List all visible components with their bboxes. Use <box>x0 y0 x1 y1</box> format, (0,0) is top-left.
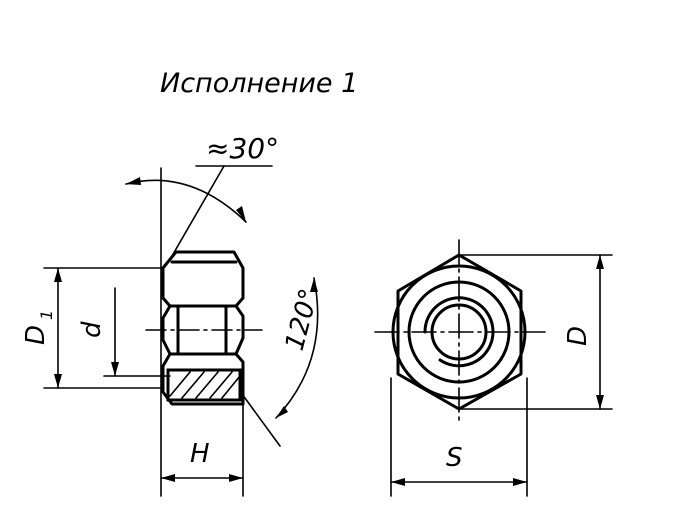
dimension-arrows-D1 <box>54 268 62 388</box>
angle-arc-30 <box>125 179 247 223</box>
nut-side-outline <box>161 250 245 406</box>
label-D: D <box>563 326 593 346</box>
section-hatch <box>169 371 241 399</box>
side-view: D 1 d H ≈30° 120° <box>21 132 325 497</box>
label-D1-subscript: 1 <box>37 310 56 320</box>
angle-arrows-120 <box>276 278 318 418</box>
label-d: d <box>77 321 107 338</box>
chamfer-angle-line <box>171 165 225 257</box>
dimension-arrows-S <box>391 478 527 486</box>
label-S: S <box>446 443 463 473</box>
front-view: D S <box>374 239 613 497</box>
angle-arc-120 <box>275 277 319 419</box>
label-H: H <box>190 439 210 469</box>
thread-arc <box>423 296 495 368</box>
label-angle-30: ≈30° <box>206 132 279 165</box>
nut-face-lines <box>168 260 238 356</box>
drawing-title: Исполнение 1 <box>160 68 358 99</box>
label-D1: D <box>21 325 51 345</box>
dimension-arrow-d <box>111 362 119 376</box>
hex-angle-line <box>241 393 281 447</box>
angle-arrows-30 <box>126 177 246 222</box>
